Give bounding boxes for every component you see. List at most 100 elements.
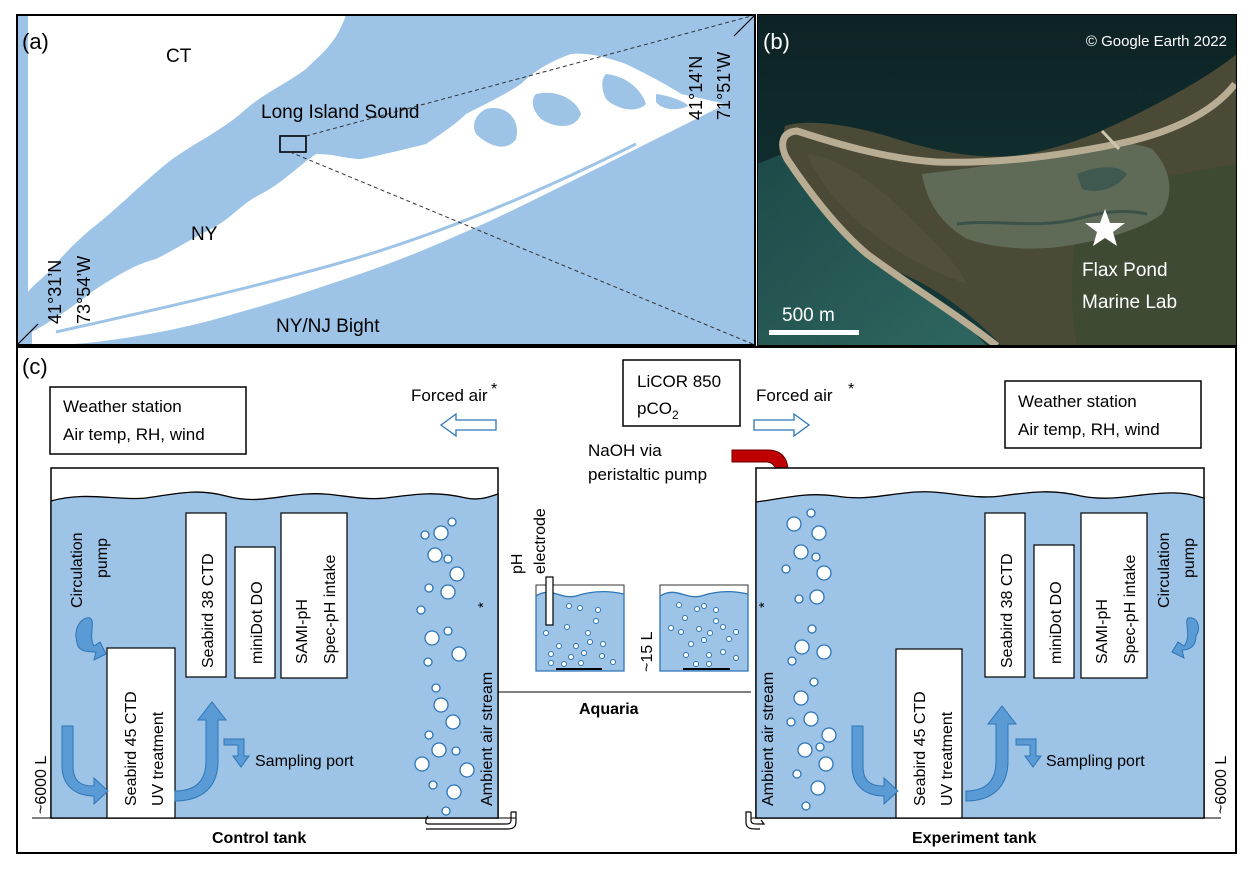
licor-line2: pCO (637, 399, 672, 418)
weather-box-right (1004, 380, 1202, 449)
arrow-left-icon (439, 412, 497, 438)
jetty (1100, 129, 1121, 151)
map-frame (16, 14, 756, 346)
sami-left-line2: Spec-pH intake (322, 555, 339, 664)
star-icon (1085, 209, 1125, 246)
seabird45-box-right (895, 648, 963, 819)
bubbles-right (781, 508, 837, 811)
marsh-channel (956, 210, 1148, 226)
aquaria-volume: ~15 L (639, 631, 656, 672)
air-line-left-icon (425, 811, 517, 830)
panel-c-diagram: (c) Weather station Air temp, RH, wind W… (16, 346, 1237, 854)
seabird38-box-left (185, 512, 227, 678)
site-label-line2: Marine Lab (1082, 292, 1177, 313)
pond-deep (1077, 167, 1127, 191)
satellite-svg: 500 m (b) © Google Earth 2022 Flax Pond … (756, 13, 1238, 349)
flow-arrow-out-left-icon (174, 701, 228, 802)
panel-a-label: (a) (22, 29, 49, 54)
seabird38-box-right (984, 512, 1026, 678)
sami-left-line1: SAMI-pH (294, 599, 311, 664)
weather-box-left (49, 386, 247, 455)
sw-lat-label: 41°31’N (45, 260, 65, 324)
circulation-arrow-right-icon (1171, 617, 1199, 659)
map-svg: (a) CT Long Island Sound NY NY/NJ Bight … (16, 14, 756, 346)
air-line-right-icon (745, 811, 766, 830)
seabird45-left-line1: Seabird 45 CTD (123, 691, 140, 806)
panel-b-satellite: 500 m (b) © Google Earth 2022 Flax Pond … (756, 13, 1238, 349)
bay (161, 199, 178, 224)
weather-left-line2: Air temp, RH, wind (63, 425, 205, 444)
barrier-beach-channel (55, 142, 637, 334)
ph-electrode (545, 576, 554, 626)
forced-air-left: Forced air (411, 386, 488, 405)
sampling-arrow-left-icon (223, 738, 250, 768)
bay (532, 92, 581, 126)
sami-box-left (280, 512, 348, 679)
licor-subscript: 2 (672, 408, 679, 422)
weather-right-line1: Weather station (1018, 392, 1137, 411)
label-ny: NY (191, 224, 218, 245)
minidot-box-right (1033, 544, 1075, 679)
seabird45-right-line1: Seabird 45 CTD (912, 691, 929, 806)
licor-box (622, 359, 741, 427)
experiment-tank-label: Experiment tank (912, 830, 1037, 847)
ne-lon-label: 71°51’W (714, 52, 734, 120)
bubbles-left (414, 517, 475, 816)
bay (602, 74, 646, 110)
licor-line2-wrap: pCO2 (637, 399, 679, 422)
ambient-right: Ambient air stream (760, 672, 777, 806)
panel-c-label: (c) (22, 354, 48, 379)
ambient-left-asterisk: * (475, 602, 492, 608)
scale-bar (769, 330, 859, 335)
forced-air-right-asterisk: * (848, 381, 854, 398)
seabird45-left-line2: UV treatment (150, 711, 167, 806)
circ-left-line2: pump (94, 538, 111, 578)
map-west-water (17, 15, 27, 345)
sw-corner-tick (16, 323, 39, 346)
minidot-right: miniDot DO (1048, 581, 1065, 664)
experiment-tank: Seabird 38 CTD miniDot DO SAMI-pH Spec-p… (745, 467, 1230, 847)
inset-leader-top (305, 14, 756, 137)
flow-arrow-in-right-icon (851, 725, 899, 806)
panel-b-label: (b) (763, 29, 790, 54)
seabird38-left: Seabird 38 CTD (200, 553, 217, 668)
bay (191, 174, 218, 206)
site-label-line1: Flax Pond (1082, 260, 1168, 281)
volume-right: ~6000 L (1213, 756, 1230, 814)
forced-air-right: Forced air (756, 386, 833, 405)
sampling-arrow-right-icon (1015, 738, 1042, 768)
sampling-port-right: Sampling port (1046, 753, 1145, 770)
volume-left: ~6000 L (33, 756, 50, 814)
scale-label: 500 m (782, 305, 835, 326)
circ-left-line1: Circulation (69, 532, 86, 608)
circ-right-line2: pump (1181, 538, 1198, 578)
minidot-left: miniDot DO (249, 581, 266, 664)
vegetation (807, 154, 967, 284)
circulation-arrow-left-icon (75, 617, 107, 661)
panel-a-map: (a) CT Long Island Sound NY NY/NJ Bight … (16, 14, 756, 346)
sampling-port-left: Sampling port (255, 753, 354, 770)
bay (474, 108, 517, 147)
sami-box-right (1080, 512, 1148, 679)
flow-arrow-in-left-icon (61, 725, 109, 806)
seabird45-right-line2: UV treatment (939, 711, 956, 806)
long-island-landmass (32, 53, 726, 345)
sami-right-line1: SAMI-pH (1094, 599, 1111, 664)
seabird38-right: Seabird 38 CTD (999, 553, 1016, 668)
minidot-box-left (234, 546, 276, 679)
ne-corner-tick (733, 14, 756, 37)
label-ct: CT (166, 46, 192, 67)
bay (656, 94, 688, 110)
control-tank-label: Control tank (212, 830, 306, 847)
weather-right-line2: Air temp, RH, wind (1018, 420, 1160, 439)
aquaria-label: Aquaria (579, 701, 639, 718)
naoh-line1: NaOH via (588, 441, 662, 460)
aquaria: Aquaria pH electrode ~15 L (498, 508, 751, 718)
sw-lon-label: 73°54’W (74, 256, 94, 324)
inset-box (279, 135, 307, 153)
aquarium-2-water (659, 590, 749, 672)
diagram-svg: (c) Weather station Air temp, RH, wind W… (16, 346, 1237, 854)
naoh-line2: peristaltic pump (588, 465, 707, 484)
flow-arrow-out-right-icon (965, 705, 1018, 802)
weather-left-line1: Weather station (63, 397, 182, 416)
